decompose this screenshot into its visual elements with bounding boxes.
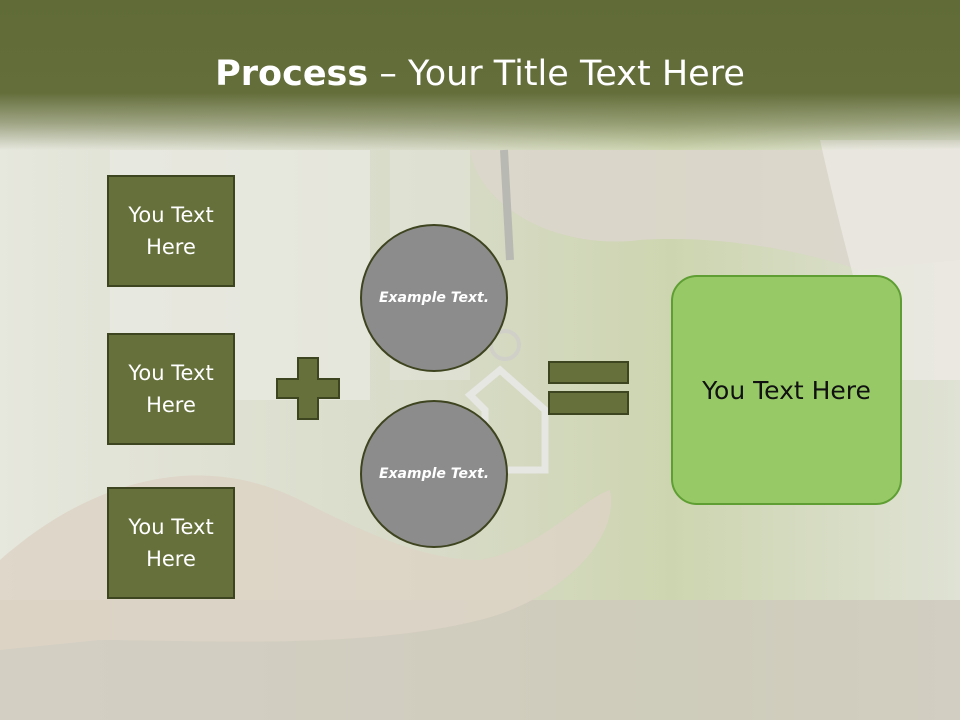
example-circle-1[interactable]: Example Text. xyxy=(360,224,508,372)
example-circle-2[interactable]: Example Text. xyxy=(360,400,508,548)
text-box-3[interactable]: You Text Here xyxy=(107,487,235,599)
title-bold: Process xyxy=(215,54,369,94)
title-bar xyxy=(0,0,960,150)
slide-title: Process – Your Title Text Here xyxy=(0,52,960,96)
title-rest: – Your Title Text Here xyxy=(368,54,745,94)
text-box-2[interactable]: You Text Here xyxy=(107,333,235,445)
equals-icon xyxy=(548,361,629,415)
plus-icon xyxy=(276,357,340,420)
text-box-1[interactable]: You Text Here xyxy=(107,175,235,287)
result-box[interactable]: You Text Here xyxy=(671,275,902,505)
